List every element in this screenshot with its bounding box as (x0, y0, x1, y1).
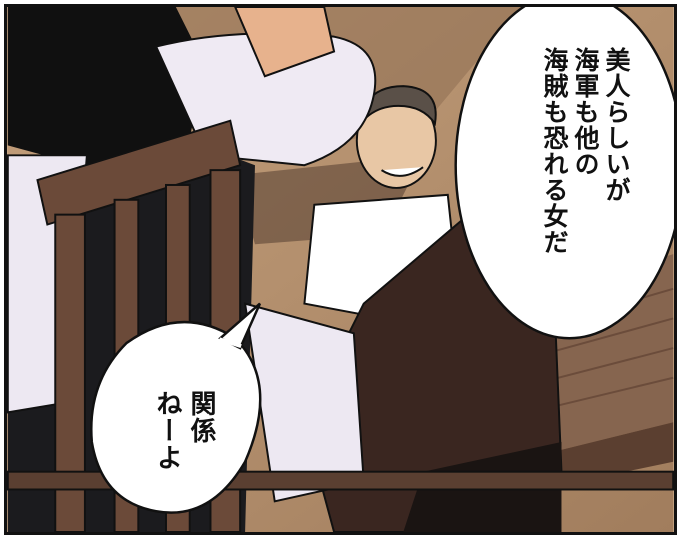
speech-bubble-small (90, 320, 262, 514)
seated-figure-hand (234, 7, 336, 78)
speech-small-text: 関係 ねーよ (152, 390, 216, 471)
man-grin (380, 166, 424, 177)
man-hair (357, 85, 437, 130)
seated-figure-hair (7, 7, 206, 176)
speech-bubble-main (454, 7, 674, 340)
speech-main-text: 美人らしいが 海軍も他の 海賊も恐れる女だ (540, 47, 631, 255)
panel-artwork (7, 7, 674, 532)
comic-panel: 美人らしいが 海軍も他の 海賊も恐れる女だ 関係 ねーよ (4, 4, 677, 535)
